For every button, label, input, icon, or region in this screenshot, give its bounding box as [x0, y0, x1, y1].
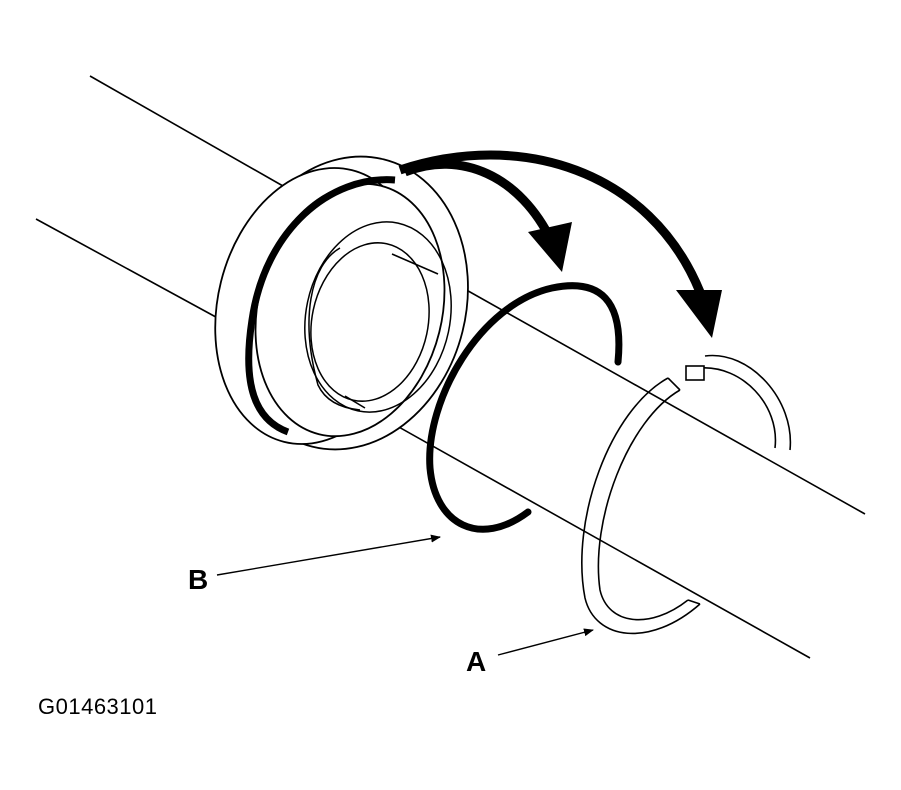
- callout-label-a: A: [466, 646, 487, 677]
- seal-band: [245, 176, 396, 436]
- shaft-through-housing: [344, 253, 439, 409]
- leader-line-a: [497, 628, 594, 656]
- shaft: [35, 75, 866, 659]
- rotation-arrow-inner-head: [528, 222, 572, 272]
- rotation-arrow-outer: [398, 150, 705, 294]
- snap-ring-b: [426, 282, 623, 533]
- figure-id: G01463101: [38, 694, 158, 719]
- snap-ring-a: [581, 354, 792, 635]
- callout-label-b: B: [188, 564, 209, 595]
- leader-line-b: [216, 534, 441, 576]
- rotation-arrow-outer-head: [676, 290, 722, 338]
